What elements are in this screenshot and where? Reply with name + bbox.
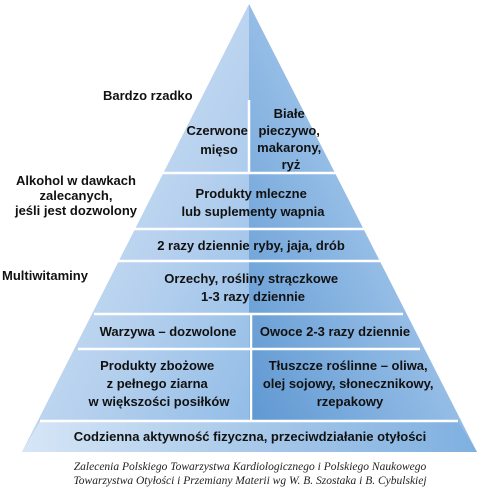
figure-caption-line-2: Towarzystwa Otyłości i Przemiany Materii… [73, 475, 427, 487]
label-alcohol-line-3: jeśli jest dozwolony [14, 203, 138, 218]
tier-vegetable-fats: Tłuszcze roślinne – oliwa, olej sojowy, … [263, 358, 437, 409]
tier-protein: 2 razy dziennie ryby, jaja, drób [157, 238, 345, 253]
pyramid-base-band [22, 421, 477, 452]
figure-caption-line-1: Zalecenia Polskiego Towarzystwa Kardiolo… [73, 461, 427, 473]
label-alcohol-line-1: Alkohol w dawkach [16, 173, 136, 188]
tier-red-meat: Czerwone mięso [186, 123, 251, 157]
label-very-rarely: Bardzo rzadko [103, 88, 193, 103]
tier-vegetables: Warzywa – dozwolone [100, 324, 237, 339]
tier-fruits: Owoce 2-3 razy dziennie [260, 324, 410, 339]
label-alcohol: Alkohol w dawkach zalecanych, jeśli jest… [2, 173, 150, 218]
tier-dividers [40, 171, 458, 423]
label-alcohol-line-2: zalecanych, [39, 188, 113, 203]
tier-nuts-legumes: Orzechy, rośliny strączkowe 1-3 razy dzi… [164, 271, 342, 304]
column-dividers [247, 100, 253, 421]
tier-dairy: Produkty mleczne lub suplementy wapnia [181, 186, 325, 219]
tier-white-bread: Białe pieczywo, makarony, ryż [257, 106, 325, 172]
label-multivitamins: Multiwitaminy [2, 268, 88, 283]
tier-physical-activity: Codzienna aktywność fizyczna, przeciwdzi… [74, 429, 427, 444]
tier-whole-grains: Produkty zbożowe z pełnego ziarna w więk… [88, 358, 231, 409]
